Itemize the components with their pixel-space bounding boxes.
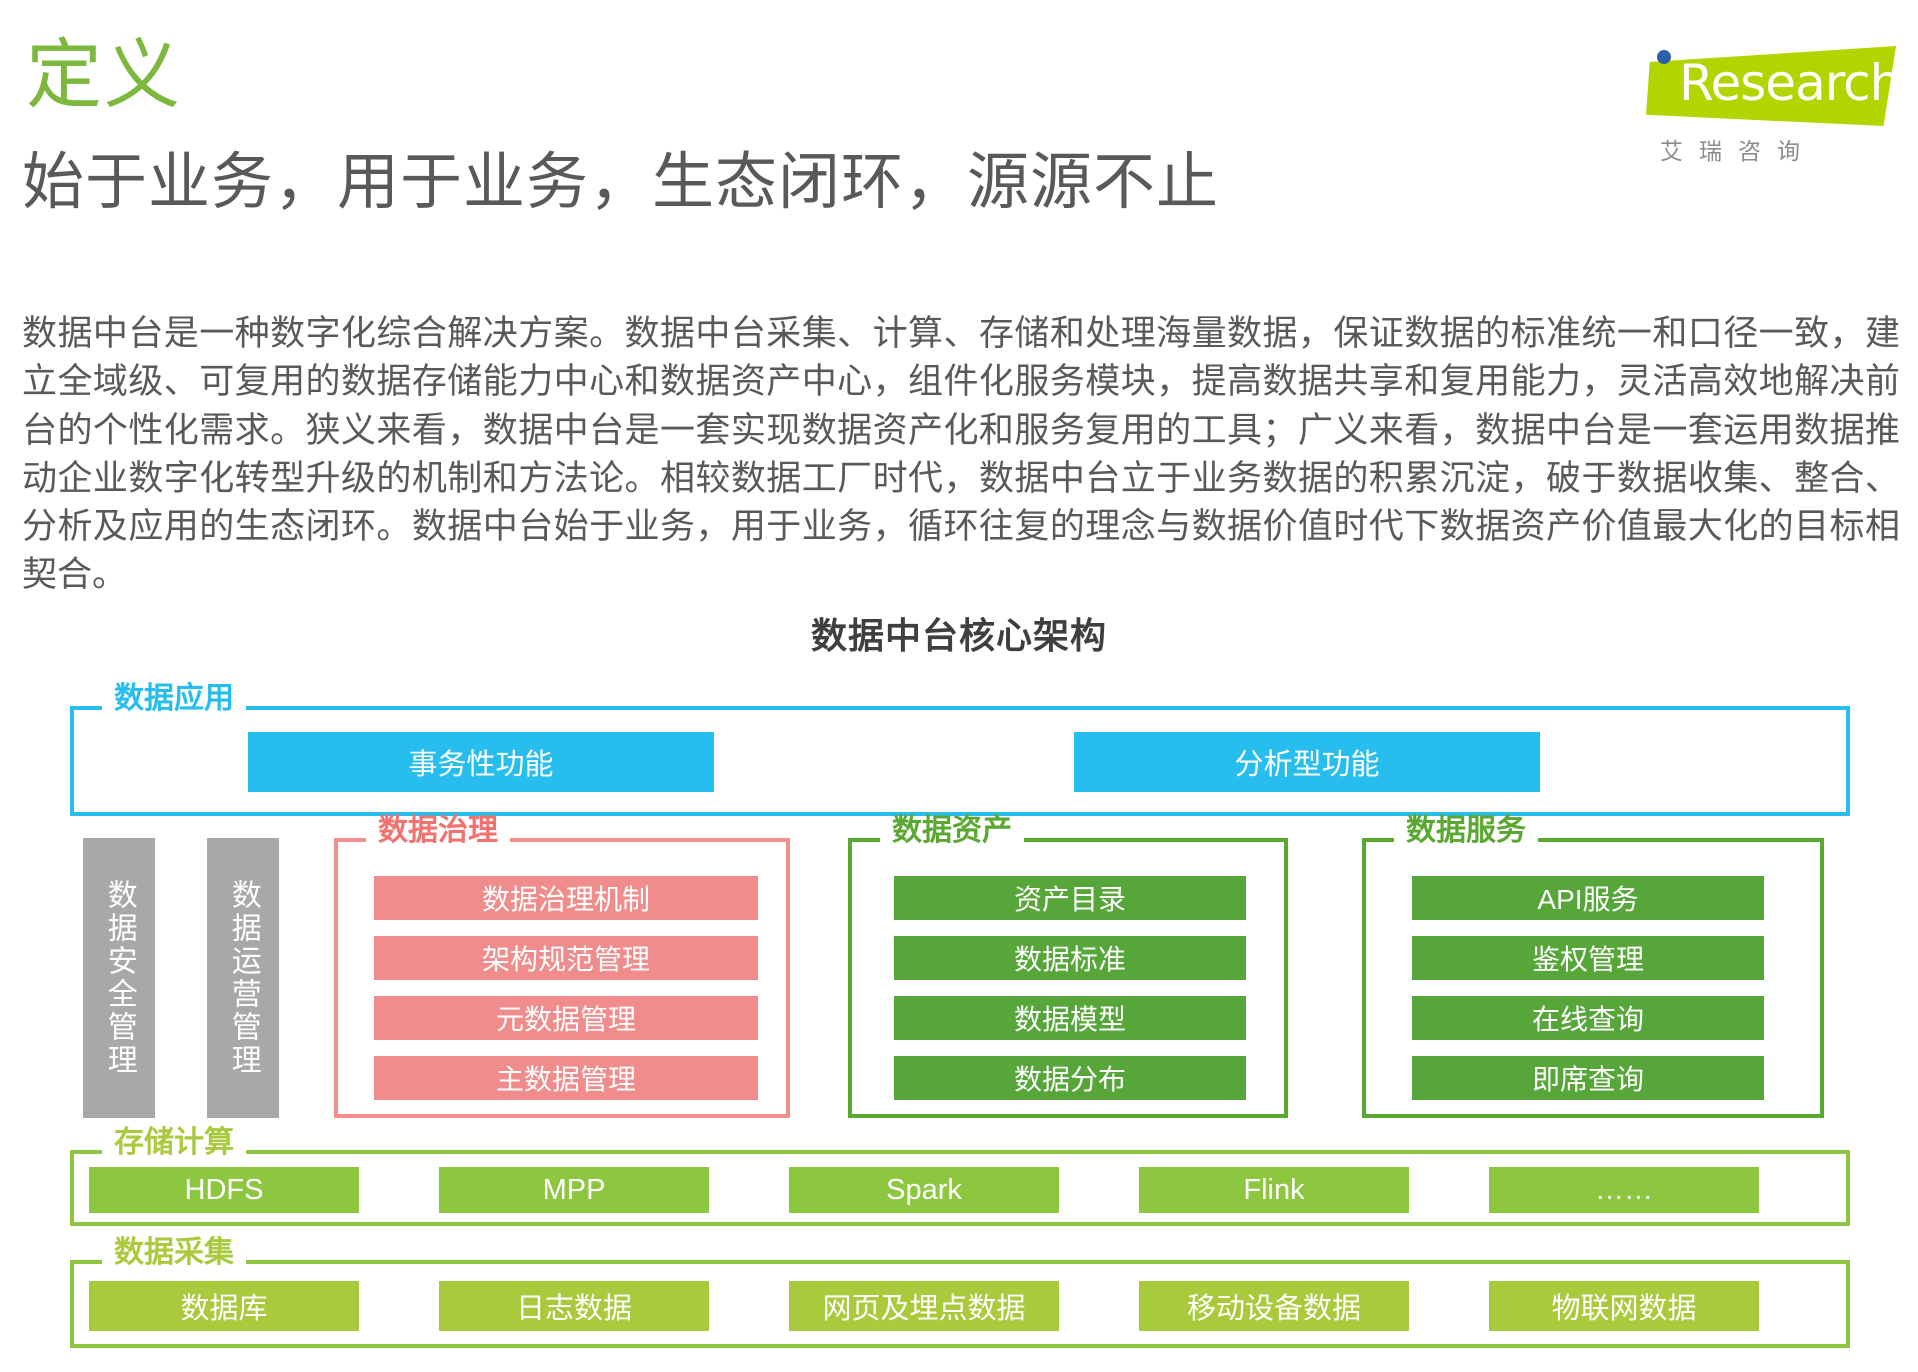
side-column-data-security: 数据安全管理 [83, 838, 155, 1118]
ingest-chip-iot[interactable]: 物联网数据 [1489, 1281, 1759, 1331]
storage-compute-layer-frame: 存储计算 HDFS MPP Spark Flink …… [70, 1128, 1850, 1226]
service-item-auth[interactable]: 鉴权管理 [1412, 936, 1764, 980]
governance-item-master-data[interactable]: 主数据管理 [374, 1056, 758, 1100]
ingest-chip-database[interactable]: 数据库 [89, 1281, 359, 1331]
asset-item-distribution[interactable]: 数据分布 [894, 1056, 1246, 1100]
data-asset-label: 数据资产 [880, 816, 1024, 846]
logo-dot-icon [1657, 50, 1671, 64]
asset-item-catalog[interactable]: 资产目录 [894, 876, 1246, 920]
page-kicker: 定义 [26, 33, 182, 118]
data-governance-label: 数据治理 [366, 816, 510, 846]
data-service-label: 数据服务 [1394, 816, 1538, 846]
data-ingest-layer-label: 数据采集 [102, 1238, 246, 1268]
service-item-adhoc-query[interactable]: 即席查询 [1412, 1056, 1764, 1100]
logo-i-stem [1657, 70, 1671, 114]
definition-paragraph: 数据中台是一种数字化综合解决方案。数据中台采集、计算、存储和处理海量数据，保证数… [22, 314, 1900, 595]
service-item-api[interactable]: API服务 [1412, 876, 1764, 920]
application-layer-frame: 数据应用 事务性功能 分析型功能 [70, 684, 1850, 816]
diagram-title: 数据中台核心架构 [810, 615, 1107, 656]
data-ingest-layer-frame: 数据采集 数据库 日志数据 网页及埋点数据 移动设备数据 物联网数据 [70, 1238, 1850, 1348]
storage-compute-layer-label: 存储计算 [102, 1128, 246, 1158]
ingest-chip-logs[interactable]: 日志数据 [439, 1281, 709, 1331]
storage-chip-hdfs[interactable]: HDFS [89, 1167, 359, 1213]
governance-item-mechanism[interactable]: 数据治理机制 [374, 876, 758, 920]
governance-item-architecture-standard[interactable]: 架构规范管理 [374, 936, 758, 980]
logo-wordmark: Research [1679, 54, 1901, 112]
asset-item-standard[interactable]: 数据标准 [894, 936, 1246, 980]
application-layer-label: 数据应用 [102, 684, 246, 714]
side-column-data-operations: 数据运营管理 [207, 838, 279, 1118]
ingest-chip-web-events[interactable]: 网页及埋点数据 [789, 1281, 1059, 1331]
asset-item-model[interactable]: 数据模型 [894, 996, 1246, 1040]
application-chip-analytical[interactable]: 分析型功能 [1074, 732, 1540, 792]
page-header: 定义 始于业务，用于业务，生态闭环，源源不止 Research 艾瑞咨询 [0, 0, 1918, 214]
application-chip-transactional[interactable]: 事务性功能 [248, 732, 714, 792]
logo-subtitle: 艾瑞咨询 [1660, 138, 1816, 164]
data-service-frame: 数据服务 API服务 鉴权管理 在线查询 即席查询 [1362, 816, 1824, 1118]
service-item-online-query[interactable]: 在线查询 [1412, 996, 1764, 1040]
storage-chip-mpp[interactable]: MPP [439, 1167, 709, 1213]
iresearch-logo: Research 艾瑞咨询 [1646, 36, 1901, 164]
data-asset-frame: 数据资产 资产目录 数据标准 数据模型 数据分布 [848, 816, 1288, 1118]
storage-chip-more[interactable]: …… [1489, 1167, 1759, 1213]
ingest-chip-mobile[interactable]: 移动设备数据 [1139, 1281, 1409, 1331]
storage-chip-spark[interactable]: Spark [789, 1167, 1059, 1213]
storage-chip-flink[interactable]: Flink [1139, 1167, 1409, 1213]
governance-item-metadata[interactable]: 元数据管理 [374, 996, 758, 1040]
data-governance-frame: 数据治理 数据治理机制 架构规范管理 元数据管理 主数据管理 [334, 816, 790, 1118]
page-title: 始于业务，用于业务，生态闭环，源源不止 [22, 148, 1220, 217]
